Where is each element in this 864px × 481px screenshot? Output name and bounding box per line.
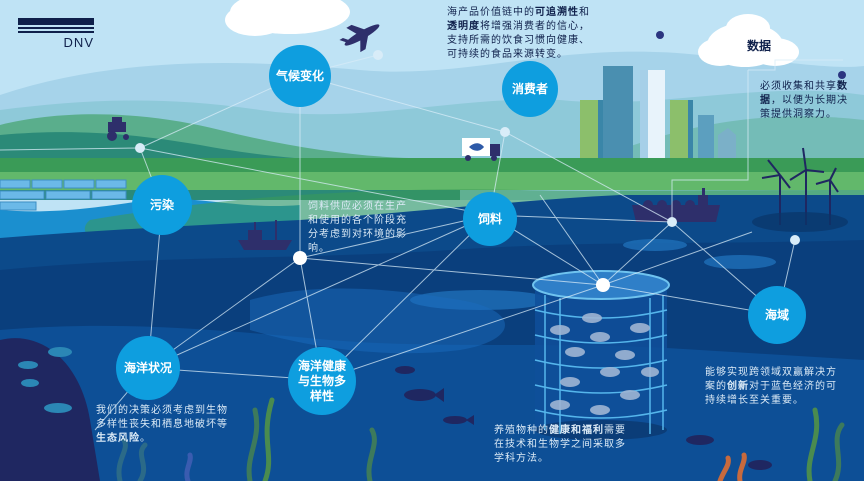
note-data: 必须收集和共享数据，以便为长期决策提供洞察力。 [760,81,848,120]
node-label: 消费者 [511,81,548,96]
logo-text: DNV [63,35,94,50]
node-label: 海洋状况 [123,360,172,375]
fish-icon [395,366,772,470]
node-consumer[interactable]: 消费者 [502,61,558,117]
city-skyline-icon [580,66,736,160]
node-pollution[interactable]: 污染 [132,175,192,235]
node-label: 饲料 [477,211,502,226]
note-ocean-state: 我们的决策必须考虑到生物多样性丧失和栖息地破坏等生态风险。 [96,405,228,444]
node-climate-change[interactable]: 气候变化 [269,45,331,107]
node-data[interactable]: 数据 [747,39,772,53]
note-consumer: 海产品价值链中的可追溯性和透明度将增强消费者的信心，支持所需的饮食习惯向健康、可… [447,7,590,60]
node-feed[interactable]: 饲料 [463,192,517,246]
node-sea-area[interactable]: 海域 [748,286,806,344]
node-label: 海洋健康与生物多样性 [297,358,346,403]
truck-icon [462,138,500,161]
solar-panel-icon [0,179,127,211]
node-ocean-state[interactable]: 海洋状况 [116,336,180,400]
note-aquaculture: 养殖物种的健康和福利需要在技术和生物学之间采取多学科方法。 [494,425,626,464]
cargo-ship-icon [632,188,720,222]
node-label: 污染 [149,197,174,212]
tractor-icon [107,117,129,141]
node-ocean-health-biodiversity[interactable]: 海洋健康与生物多样性 [288,347,356,415]
cloud-icon [225,0,799,67]
seaweed-icon [116,397,845,481]
node-label: 气候变化 [275,68,324,83]
note-sea-area: 能够实现跨领域双赢解决方案的创新对于蓝色经济的可持续增长至关重要。 [705,367,837,406]
dnv-logo: DNV [18,18,94,50]
fish-pen-icon [532,270,670,440]
fishing-boat-icon [238,220,292,250]
airplane-icon [339,24,380,53]
note-feed: 饲料供应必须在生产和使用的各个阶段充分考虑到对环境的影响。 [308,201,407,254]
node-label: 海域 [764,307,789,322]
